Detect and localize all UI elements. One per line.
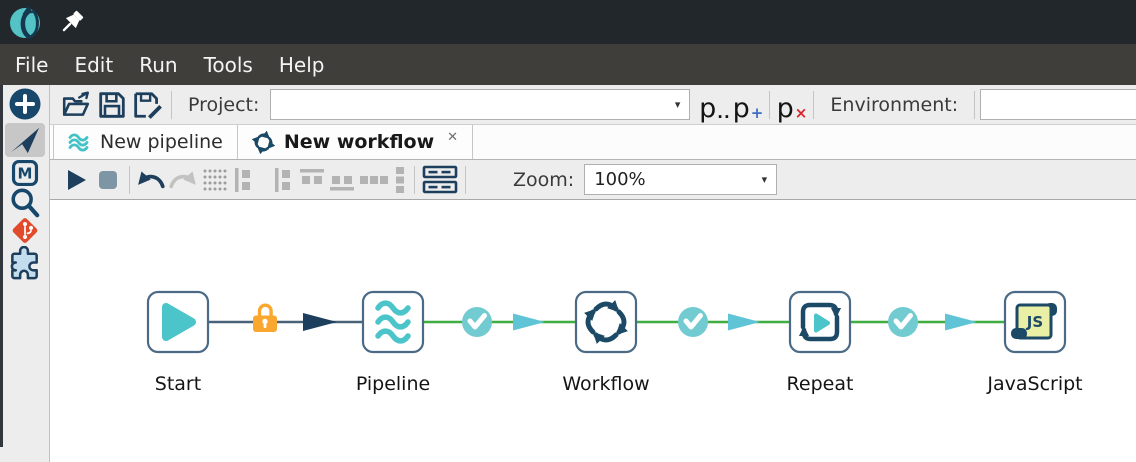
hop-pipeline-workflow[interactable] xyxy=(423,307,576,337)
project-combo[interactable]: ▾ xyxy=(270,89,691,120)
zoom-label: Zoom: xyxy=(513,168,575,191)
open-file-button[interactable] xyxy=(58,89,94,121)
chevron-down-icon[interactable]: ▾ xyxy=(674,98,681,111)
titlebar xyxy=(0,0,1136,44)
close-icon[interactable]: ✕ xyxy=(447,130,459,145)
play-icon xyxy=(162,303,196,341)
success-check-icon[interactable] xyxy=(678,307,708,337)
hop-arrow-icon xyxy=(303,313,337,331)
node-label-repeat: Repeat xyxy=(787,373,854,395)
plugin-explorer-perspective[interactable] xyxy=(7,246,43,281)
align-bottom-icon[interactable] xyxy=(327,164,357,196)
tab-label: New workflow xyxy=(283,131,435,153)
hop-arrow-icon xyxy=(728,313,760,331)
node-javascript[interactable]: JS xyxy=(1003,290,1067,354)
lock-icon[interactable] xyxy=(253,303,277,332)
project-label: Project: xyxy=(188,93,260,116)
save-button[interactable] xyxy=(94,89,130,121)
file-tabbar: New pipeline New workflow ✕ xyxy=(50,125,1136,160)
environment-combo[interactable] xyxy=(980,89,1136,120)
pipeline-icon xyxy=(68,132,89,152)
hop-logo-icon xyxy=(10,5,40,39)
toolbar-divider xyxy=(769,90,771,119)
git-perspective[interactable] xyxy=(8,215,42,246)
toolbar-divider xyxy=(465,165,466,194)
node-label-pipeline: Pipeline xyxy=(356,373,430,395)
node-pipeline[interactable] xyxy=(361,290,425,354)
metadata-perspective[interactable]: M xyxy=(10,158,40,188)
menu-tools[interactable]: Tools xyxy=(203,52,253,77)
toolbar-divider xyxy=(171,90,172,119)
node-start[interactable] xyxy=(146,290,210,354)
hop-start-pipeline[interactable] xyxy=(208,303,363,332)
workflow-canvas[interactable]: Start Pipeline xyxy=(50,200,1136,462)
zoom-value: 100% xyxy=(594,169,646,190)
data-orchestration-perspective[interactable] xyxy=(4,123,45,157)
node-label-start: Start xyxy=(155,373,201,395)
toolbar-divider xyxy=(129,165,130,194)
metadata-letter: M xyxy=(17,164,32,182)
success-check-icon[interactable] xyxy=(462,307,492,337)
edit-project-button[interactable]: p.. xyxy=(699,92,731,124)
undo-button[interactable] xyxy=(135,164,167,196)
zoom-combo[interactable]: 100% ▾ xyxy=(584,164,778,195)
stop-button[interactable] xyxy=(92,164,124,196)
play-icon xyxy=(814,313,830,333)
main-toolbar: Project: ▾ p.. p+ p× Environment: xyxy=(50,85,1136,125)
script-scroll-icon: JS xyxy=(1011,303,1057,340)
perspective-sidebar: M xyxy=(0,85,50,462)
window-edge xyxy=(0,85,3,447)
hop-workflow-repeat[interactable] xyxy=(636,307,790,337)
tab-label: New pipeline xyxy=(100,131,223,153)
workflow-toolbar: Zoom: 100% ▾ xyxy=(50,160,1136,200)
align-right-icon[interactable] xyxy=(271,164,297,196)
workflow-icon xyxy=(251,130,275,154)
menu-help[interactable]: Help xyxy=(278,52,325,77)
menubar: File Edit Run Tools Help xyxy=(0,44,1136,85)
node-label-workflow: Workflow xyxy=(562,373,649,395)
redo-button[interactable] xyxy=(167,164,199,196)
tab-new-pipeline[interactable]: New pipeline xyxy=(53,125,238,159)
repeat-loop-icon xyxy=(798,302,842,342)
align-top-icon[interactable] xyxy=(297,164,327,196)
node-label-javascript: JavaScript xyxy=(986,373,1082,395)
delete-project-button[interactable]: p× xyxy=(776,92,808,124)
tab-new-workflow[interactable]: New workflow ✕ xyxy=(237,125,474,159)
cycle-arrows-icon xyxy=(584,300,628,344)
js-letters: JS xyxy=(1026,313,1043,331)
distribute-vertical-icon[interactable] xyxy=(391,164,409,196)
results-panel-icon[interactable] xyxy=(420,164,460,196)
search-perspective[interactable] xyxy=(9,187,41,219)
node-repeat[interactable] xyxy=(788,290,852,354)
menu-run[interactable]: Run xyxy=(139,52,178,77)
hop-repeat-javascript[interactable] xyxy=(850,307,1005,337)
toolbar-divider xyxy=(813,90,815,119)
waves-icon xyxy=(375,300,411,344)
plus-icon: + xyxy=(750,103,764,122)
node-workflow[interactable] xyxy=(574,290,638,354)
snap-to-grid-icon[interactable] xyxy=(199,164,231,196)
distribute-horizontal-icon[interactable] xyxy=(357,164,391,196)
add-project-button[interactable]: p+ xyxy=(732,92,764,124)
menu-edit[interactable]: Edit xyxy=(74,52,114,77)
delete-x-icon: × xyxy=(794,103,808,122)
save-as-button[interactable] xyxy=(130,89,166,121)
menu-file[interactable]: File xyxy=(15,52,49,77)
chevron-down-icon[interactable]: ▾ xyxy=(761,173,768,186)
toolbar-divider xyxy=(414,165,415,194)
align-left-icon[interactable] xyxy=(231,164,257,196)
run-button[interactable] xyxy=(60,164,92,196)
environment-label: Environment: xyxy=(830,93,959,116)
edit-dots: .. xyxy=(717,103,731,122)
hop-arrow-icon xyxy=(513,313,545,331)
success-check-icon[interactable] xyxy=(888,307,918,337)
hop-arrow-icon xyxy=(945,313,977,331)
pushpin-icon[interactable] xyxy=(55,6,89,40)
new-item-button[interactable] xyxy=(8,87,42,121)
toolbar-divider xyxy=(974,90,976,119)
